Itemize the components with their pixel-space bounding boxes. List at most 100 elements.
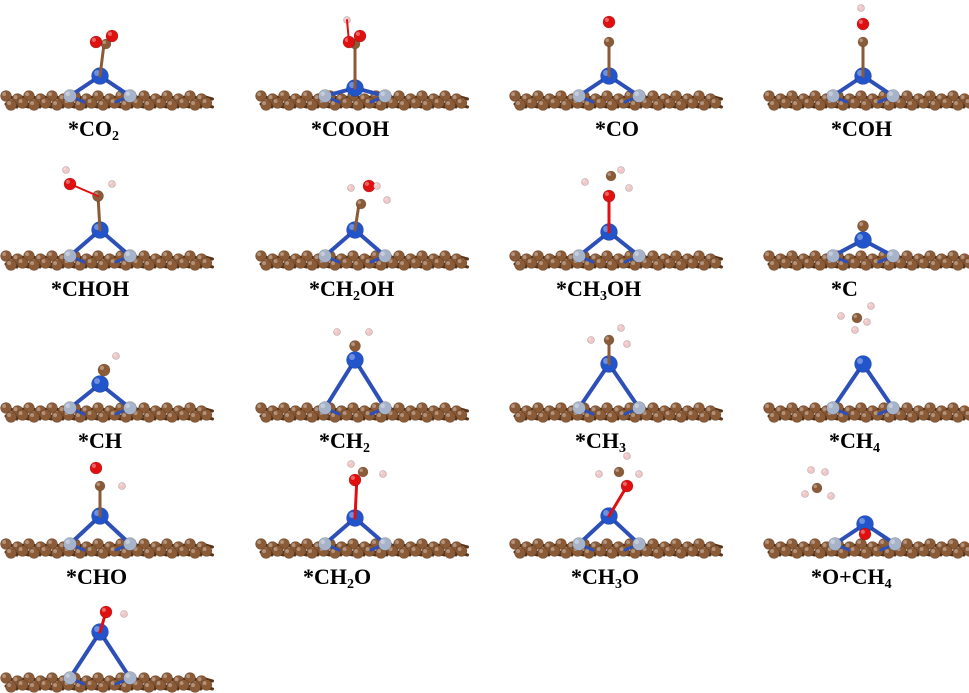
graphene-slab xyxy=(763,538,969,559)
nitrogen-atom xyxy=(828,537,842,551)
carbon-atom xyxy=(189,547,201,559)
carbon-atom xyxy=(92,672,104,684)
carbon-atom xyxy=(779,97,792,109)
hydrogen-atom xyxy=(347,184,355,192)
carbon-atom xyxy=(940,545,953,557)
carbon-atom xyxy=(855,90,867,102)
structure-cooh xyxy=(255,16,469,111)
carbon-atom xyxy=(271,257,284,269)
structure-choh xyxy=(0,166,214,271)
carbon-atom xyxy=(617,409,630,421)
carbon-atom xyxy=(92,402,104,414)
carbon-atom xyxy=(352,547,364,559)
nitrogen-atom xyxy=(318,249,332,263)
oxygen-atom xyxy=(856,17,870,31)
carbon-atom xyxy=(601,250,613,262)
carbon-atom xyxy=(768,547,780,559)
panel-cooh: *COOH xyxy=(255,0,469,141)
carbon-atom xyxy=(652,99,664,111)
carbon-atom xyxy=(663,97,676,109)
carbon-atom xyxy=(560,547,572,559)
nitrogen-atom xyxy=(123,537,137,551)
carbon-atom xyxy=(906,411,918,423)
hydrogen-atom xyxy=(333,328,341,336)
nitrogen-atom xyxy=(378,89,392,103)
carbon-atom xyxy=(85,679,98,691)
carbon-atom xyxy=(138,90,150,102)
carbon-atom xyxy=(200,257,213,269)
carbon-atom xyxy=(924,90,936,102)
carbon-atom xyxy=(617,97,630,109)
hydrogen-atom xyxy=(120,610,128,618)
carbon-atom xyxy=(901,90,913,102)
carbon-atom xyxy=(871,545,884,557)
carbon-atom xyxy=(39,97,52,109)
carbon-atom xyxy=(340,545,353,557)
carbon-atom xyxy=(686,97,699,109)
carbon-atom xyxy=(605,170,617,182)
bond-line xyxy=(607,362,641,410)
carbon-atom xyxy=(647,538,659,550)
bond-line xyxy=(353,202,361,232)
nitrogen-atom xyxy=(63,89,77,103)
carbon-atom xyxy=(871,257,884,269)
carbon-atom xyxy=(283,547,295,559)
carbon-atom xyxy=(601,538,613,550)
carbon-atom xyxy=(393,402,405,414)
carbon-atom xyxy=(963,545,969,557)
carbon-atom xyxy=(283,411,295,423)
carbon-atom xyxy=(393,250,405,262)
carbon-atom xyxy=(686,257,699,269)
label-subscript: 3 xyxy=(619,441,626,456)
carbon-atom xyxy=(200,97,213,109)
nitrogen-atom xyxy=(63,249,77,263)
carbon-atom xyxy=(432,409,445,421)
carbon-atom xyxy=(670,90,682,102)
carbon-atom xyxy=(929,99,941,111)
carbon-atom xyxy=(177,257,190,269)
panel-ch3oh: *CH3OH xyxy=(509,160,723,304)
carbon-atom xyxy=(416,538,428,550)
graphene-slab xyxy=(0,402,214,423)
carbon-atom xyxy=(917,409,930,421)
carbon-atom xyxy=(802,545,815,557)
hydrogen-atom xyxy=(373,182,381,190)
carbon-atom xyxy=(143,681,155,693)
carbon-atom xyxy=(23,250,35,262)
carbon-atom xyxy=(537,99,549,111)
carbon-atom xyxy=(791,411,803,423)
graphene-slab xyxy=(763,250,969,271)
carbon-atom xyxy=(613,466,625,478)
graphene-slab xyxy=(509,250,723,271)
carbon-atom xyxy=(278,538,290,550)
carbon-atom xyxy=(855,402,867,414)
species-label: *CHO xyxy=(66,564,127,590)
carbon-atom xyxy=(46,402,58,414)
carbon-atom xyxy=(416,402,428,414)
nitrogen-atom xyxy=(63,401,77,415)
label-main: *C xyxy=(831,276,858,301)
panel-c: *C xyxy=(763,160,969,301)
label-main: *CH xyxy=(309,276,353,301)
species-label: *CH xyxy=(78,428,122,454)
carbon-atom xyxy=(444,99,456,111)
carbon-atom xyxy=(154,97,167,109)
species-label: *CO xyxy=(595,116,639,142)
panel-co2: *CO2 xyxy=(0,0,214,144)
carbon-atom xyxy=(555,250,567,262)
carbon-atom xyxy=(675,99,687,111)
label-main: *COOH xyxy=(311,116,390,141)
carbon-atom xyxy=(594,545,607,557)
carbon-atom xyxy=(514,259,526,271)
carbon-atom xyxy=(652,547,664,559)
carbon-atom xyxy=(670,538,682,550)
carbon-atom xyxy=(177,97,190,109)
oxygen-atom xyxy=(105,29,119,43)
carbon-atom xyxy=(439,402,451,414)
species-label: *CH3 xyxy=(575,428,626,456)
carbon-atom xyxy=(363,97,376,109)
carbon-atom xyxy=(791,547,803,559)
hydrogen-atom xyxy=(62,166,70,174)
carbon-atom xyxy=(439,90,451,102)
